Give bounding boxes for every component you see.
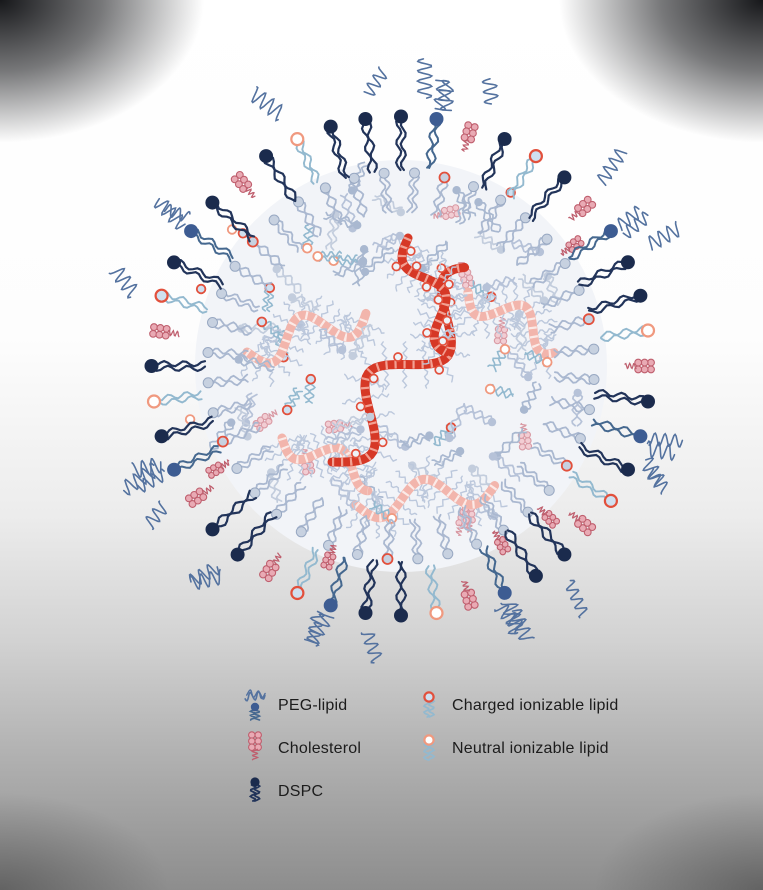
legend-item-charged-ionizable: Charged ionizable lipid — [414, 688, 618, 724]
dspc-icon — [248, 776, 262, 802]
legend-item-dspc: DSPC — [240, 774, 414, 810]
outer-membrane — [108, 58, 684, 664]
inner-leaflet — [184, 167, 600, 571]
mrna-strands — [240, 233, 559, 539]
legend-label-neutral-ionizable: Neutral ionizable lipid — [452, 739, 609, 757]
legend-label-dspc: DSPC — [278, 782, 324, 800]
legend: PEG-lipid Charged ionizable lipid Choles… — [240, 684, 618, 813]
legend-item-cholesterol: Cholesterol — [240, 730, 414, 767]
peg-lipid-icon — [244, 688, 266, 721]
legend-item-peg-lipid: PEG-lipid — [240, 688, 414, 724]
cholesterol-icon — [248, 730, 262, 760]
legend-item-neutral-ionizable: Neutral ionizable lipid — [414, 731, 618, 767]
charged-ionizable-lipid-icon — [422, 690, 436, 718]
legend-label-peg-lipid: PEG-lipid — [278, 696, 348, 714]
legend-label-cholesterol: Cholesterol — [278, 739, 362, 757]
legend-label-charged-ionizable: Charged ionizable lipid — [452, 696, 619, 714]
neutral-ionizable-lipid-icon — [422, 733, 436, 761]
